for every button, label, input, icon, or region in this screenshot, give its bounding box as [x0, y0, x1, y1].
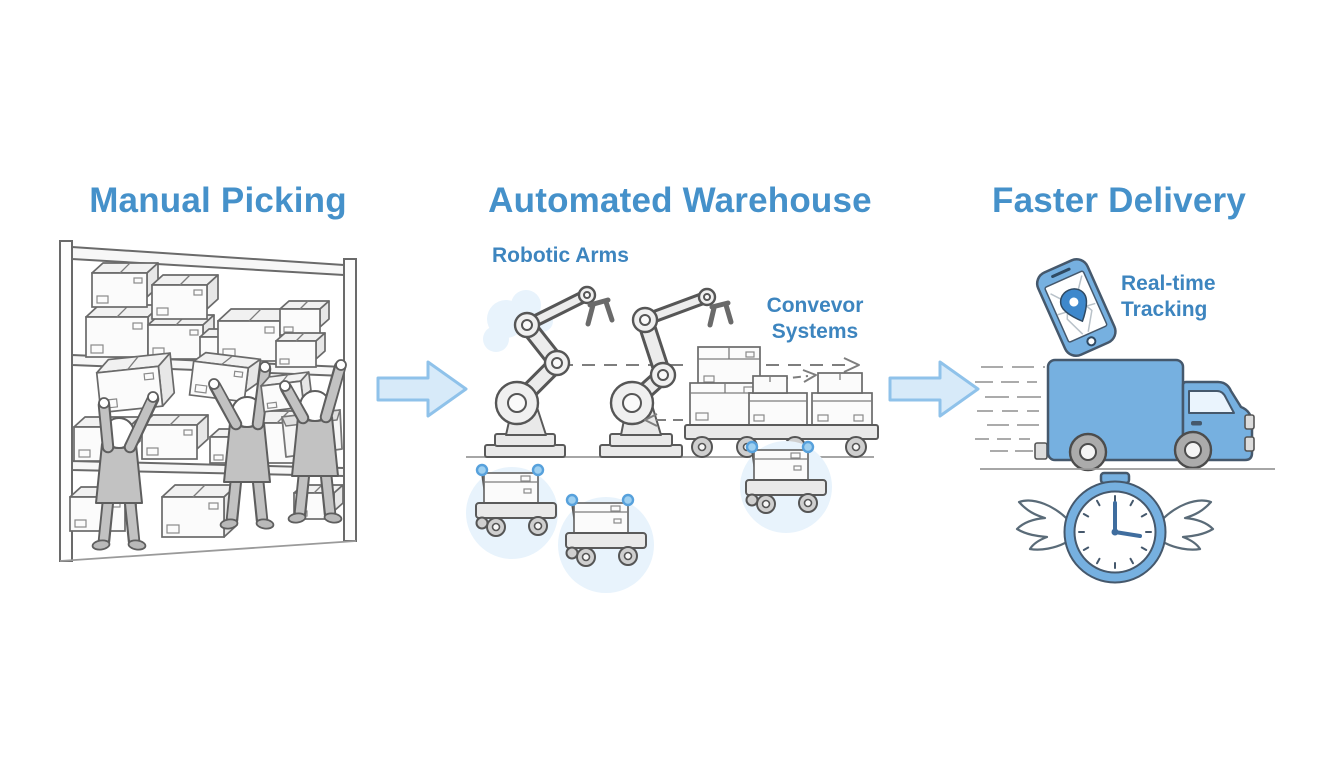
automated-warehouse-title: Automated Warehouse [488, 181, 872, 220]
storage-box-icon [141, 414, 209, 460]
robotic-arms-label: Robotic Arms [492, 244, 629, 267]
agv-robot-icon [740, 440, 832, 533]
conveyor-cart-icon [684, 372, 879, 458]
automated-warehouse-illustration [466, 285, 879, 593]
winged-stopwatch-icon [1015, 471, 1215, 584]
smartphone-map-icon [1035, 258, 1117, 358]
storage-box-icon [275, 332, 326, 368]
agv-robot-icon [558, 493, 654, 593]
speed-lines [975, 366, 1045, 452]
worker-icon [188, 350, 274, 529]
shelf-boxes-row-top [85, 262, 330, 368]
delivery-truck-icon [1034, 358, 1255, 472]
storage-box-icon [91, 262, 159, 308]
conveyor-systems-label: Convevor Systems [766, 294, 864, 343]
worker-icon [259, 359, 346, 524]
manual-picking-illustration [59, 240, 357, 562]
robotic-arm-icon [599, 287, 734, 458]
manual-picking-title: Manual Picking [89, 181, 347, 220]
flow-arrow-icon [376, 360, 468, 418]
conveyor-flow-arrow [560, 357, 860, 373]
real-time-tracking-label: Real-time Tracking [1121, 272, 1216, 321]
storage-box-icon [279, 300, 330, 336]
worker-icon [92, 352, 177, 551]
transfer-box-icon [697, 346, 761, 388]
faster-delivery-illustration [975, 258, 1275, 584]
storage-box-icon [151, 274, 219, 320]
faster-delivery-title: Faster Delivery [992, 181, 1246, 220]
flow-arrow-icon [888, 360, 980, 418]
robotic-arm-icon [483, 285, 615, 458]
agv-robot-icon [466, 463, 558, 559]
